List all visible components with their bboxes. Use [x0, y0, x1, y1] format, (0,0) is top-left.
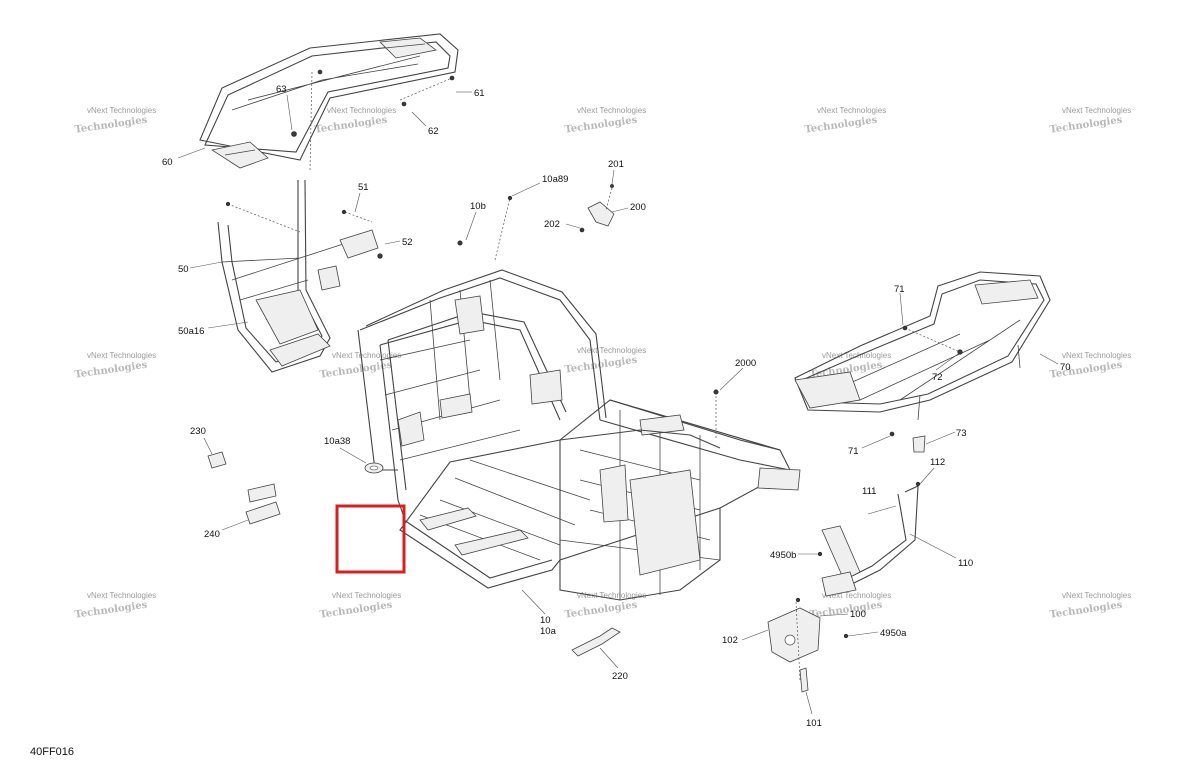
- callout-110: 110: [958, 558, 973, 569]
- callout-72: 72: [932, 372, 943, 383]
- watermark-text: vNext Technologies: [1062, 591, 1131, 600]
- callout-10a89: 10a89: [542, 174, 568, 185]
- callout-10a38: 10a38: [324, 436, 350, 447]
- callout-50a16: 50a16: [178, 326, 204, 337]
- diagram-code: 40FF016: [30, 746, 74, 758]
- small-parts: [207, 184, 921, 693]
- watermark-text: vNext Technologies: [332, 591, 401, 600]
- watermark-text: vNext Technologies: [327, 106, 396, 115]
- callout-102: 102: [722, 635, 738, 646]
- callout-71-bottom: 71: [848, 446, 859, 457]
- watermark-text: vNext Technologies: [822, 351, 891, 360]
- watermark-text: Technologies: [809, 600, 883, 621]
- callout-52: 52: [402, 237, 413, 248]
- watermark-text: Technologies: [319, 600, 393, 621]
- watermark-text: Technologies: [1049, 115, 1123, 136]
- main-frame-10: [357, 195, 801, 601]
- watermark-text: Technologies: [804, 115, 878, 136]
- callout-51: 51: [358, 182, 369, 193]
- watermark-text: vNext Technologies: [1062, 351, 1131, 360]
- callout-200: 200: [630, 202, 646, 213]
- watermark-text: Technologies: [1049, 600, 1123, 621]
- callout-100: 100: [850, 609, 866, 620]
- callout-10: 10: [540, 615, 551, 626]
- callout-4950a: 4950a: [880, 628, 907, 639]
- callout-220: 220: [612, 671, 628, 682]
- callout-73: 73: [956, 428, 967, 439]
- callout-70: 70: [1060, 362, 1071, 373]
- highlight-box: [335, 504, 406, 574]
- watermark-text: vNext Technologies: [87, 351, 156, 360]
- watermark-text: Technologies: [74, 600, 148, 621]
- callout-2000: 2000: [735, 358, 756, 369]
- watermark-text: Technologies: [564, 600, 638, 621]
- callout-71-top: 71: [894, 284, 905, 295]
- watermark-text: Technologies: [74, 360, 148, 381]
- watermark-text: vNext Technologies: [577, 106, 646, 115]
- callout-240: 240: [204, 529, 220, 540]
- watermark-text: vNext Technologies: [87, 591, 156, 600]
- callout-63: 63: [276, 84, 287, 95]
- callout-60: 60: [162, 157, 173, 168]
- callout-202: 202: [544, 219, 560, 230]
- callout-201: 201: [608, 159, 624, 170]
- callout-61: 61: [474, 88, 485, 99]
- callout-10a: 10a: [540, 626, 557, 637]
- watermark-text: vNext Technologies: [332, 351, 401, 360]
- callout-4950b: 4950b: [770, 550, 796, 561]
- callout-111: 111: [862, 486, 876, 497]
- callout-labels: 61 62 63 60 51 52 50 50a16 10a89 10b 201…: [162, 84, 1071, 729]
- callout-62: 62: [428, 126, 439, 137]
- callout-230: 230: [190, 426, 206, 437]
- watermark-text: vNext Technologies: [87, 106, 156, 115]
- watermark-text: Technologies: [564, 355, 638, 376]
- watermark-text: vNext Technologies: [822, 591, 891, 600]
- callout-101: 101: [806, 718, 822, 729]
- callout-50: 50: [178, 264, 189, 275]
- watermark-text: vNext Technologies: [577, 346, 646, 355]
- front-bumper-50: [217, 179, 383, 373]
- watermark-text: vNext Technologies: [577, 591, 646, 600]
- watermark-text: vNext Technologies: [817, 106, 886, 115]
- front-rack-60: [199, 33, 459, 171]
- watermark-text: Technologies: [314, 115, 388, 136]
- watermark-text: vNext Technologies: [1062, 106, 1131, 115]
- watermark-text: Technologies: [564, 115, 638, 136]
- callout-112: 112: [930, 457, 945, 468]
- leader-lines: [177, 91, 1059, 715]
- rear-rack-70: [794, 271, 1051, 453]
- callout-10b: 10b: [470, 201, 486, 212]
- watermark-text: Technologies: [74, 115, 148, 136]
